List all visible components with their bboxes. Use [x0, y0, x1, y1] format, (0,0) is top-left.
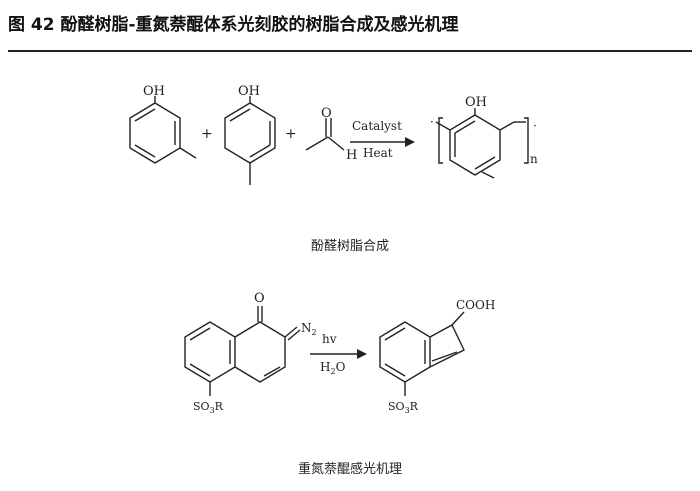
p-cresol-oh-label: OH — [238, 84, 260, 99]
indene-carboxylic-acid-structure — [379, 311, 465, 396]
heat-label: Heat — [363, 146, 393, 160]
figure-title: 图 42 酚醛树脂-重氮萘醌体系光刻胶的树脂合成及感光机理 — [8, 15, 459, 35]
diazo-n-label: N2 — [301, 321, 317, 337]
product-oh-label: OH — [465, 95, 487, 110]
catalyst-label: Catalyst — [352, 119, 402, 133]
m-cresol-oh-label: OH — [143, 84, 165, 99]
hv-label: hv — [322, 332, 337, 346]
cooh-label: COOH — [456, 298, 495, 312]
diazonaphthoquinone-structure — [184, 306, 301, 396]
m-cresol-structure — [129, 96, 197, 164]
repeat-unit-n: n — [530, 152, 538, 166]
arrow-head — [405, 137, 415, 147]
acetaldehyde-structure — [305, 118, 345, 151]
plus-sign-1: + — [201, 126, 213, 142]
aldehyde-h-label: H — [346, 148, 357, 163]
water-label: H2O — [320, 360, 346, 376]
reactant-so3r-label: SO3R — [193, 400, 224, 415]
carbonyl-o-label: O — [254, 291, 265, 306]
chain-end-right: · — [533, 119, 537, 133]
photolysis-arrow-head — [357, 349, 367, 359]
dnq-photolysis-caption: 重氮萘醌感光机理 — [297, 462, 402, 477]
title-divider — [8, 50, 692, 52]
product-so3r-label: SO3R — [388, 400, 419, 415]
novolac-product-structure — [435, 108, 529, 179]
resin-synthesis-caption: 酚醛树脂合成 — [310, 239, 389, 254]
p-cresol-structure — [224, 96, 276, 185]
chain-end-left: · — [430, 115, 434, 129]
aldehyde-o-label: O — [321, 106, 332, 121]
plus-sign-2: + — [285, 126, 297, 142]
